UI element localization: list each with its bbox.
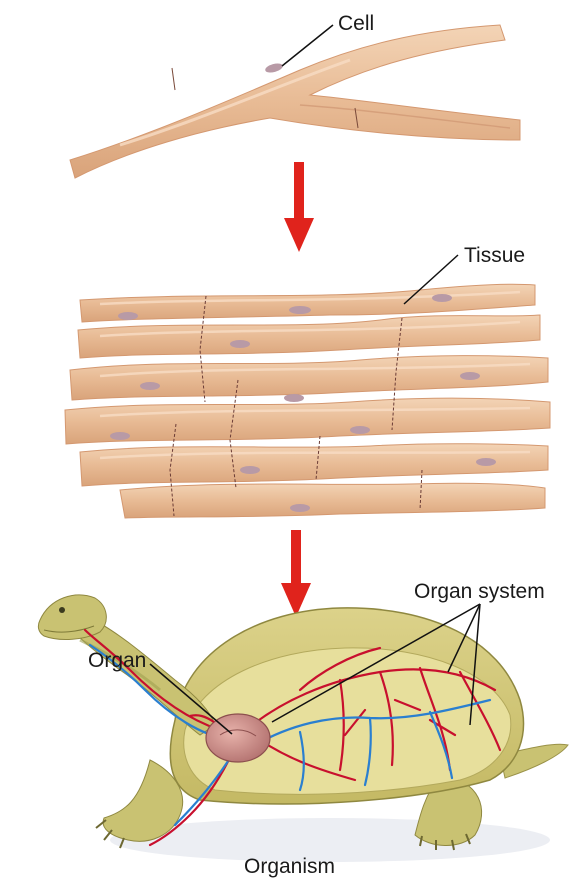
cell-label: Cell xyxy=(338,12,374,35)
arrow-tissue-to-organism xyxy=(281,530,311,617)
cell-illustration xyxy=(70,25,520,178)
turtle-illustration xyxy=(38,595,568,862)
muscle-cell xyxy=(70,25,520,178)
tissue-label: Tissue xyxy=(464,244,525,267)
turtle-front-leg xyxy=(103,760,183,841)
tissue-fiber-5 xyxy=(80,444,548,486)
turtle-eye xyxy=(59,607,65,613)
arrow-cell-to-tissue xyxy=(284,162,314,252)
cell-nucleus xyxy=(264,62,283,74)
organ-label: Organ xyxy=(88,649,146,672)
organ-system-label: Organ system xyxy=(414,580,545,603)
organism-label: Organism xyxy=(244,855,335,878)
turtle-head xyxy=(38,595,106,640)
turtle-heart xyxy=(206,714,270,762)
tissue-fiber-2 xyxy=(78,315,540,358)
tissue-illustration xyxy=(65,284,550,518)
tissue-fiber-4 xyxy=(65,398,550,444)
tissue-fiber-6 xyxy=(120,483,545,518)
